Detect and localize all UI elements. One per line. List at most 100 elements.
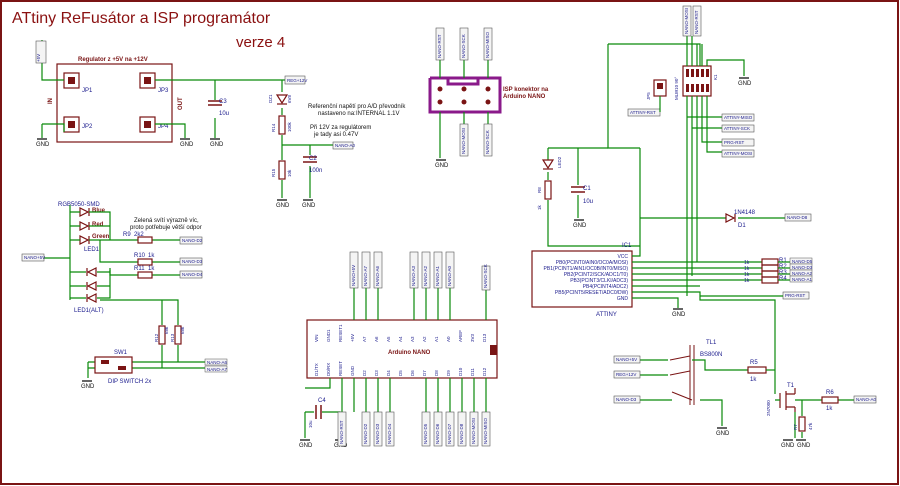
tl1-net-tags: NANO+5V REG+12V NANO-D3 [613,355,641,404]
r12-label: R12 [154,333,159,342]
svg-text:PB3(PCINT3/CLKI/ADC3): PB3(PCINT3/CLKI/ADC3) [570,278,628,284]
svg-text:NANO-D7: NANO-D7 [447,423,452,444]
r11-value: 1k [148,266,155,272]
regulator-label: Regulator z +5V na +12V [78,57,148,63]
r8-value: 1k [537,204,542,210]
svg-text:R2: R2 [779,264,787,270]
svg-text:T1: T1 [787,383,795,389]
c4-label: C4 [318,398,326,404]
svg-text:PB4(PCINT4/ADC2): PB4(PCINT4/ADC2) [583,284,629,290]
c3-value: 10u [219,111,229,117]
net-nano-a0-t1: NANO-A0 [856,397,877,402]
tl1-switch: TL1 BS800N [669,340,722,405]
svg-text:1k: 1k [744,272,750,278]
svg-text:NANO-A2: NANO-A2 [792,271,813,276]
svg-text:GND: GND [672,312,686,318]
svg-text:D9: D9 [446,370,451,376]
regulator-out: OUT [178,97,184,110]
r10-value: 1k [148,253,155,259]
jp5-label: JP5 [646,92,651,100]
r11-label: R11 [134,266,145,272]
isp-note-2: Arduino NANO [503,94,546,100]
svg-text:GND: GND [781,443,795,449]
t1-transistor: T1 2N7000 [766,383,796,416]
svg-text:A2: A2 [422,336,427,342]
d1-value: 1N4148 [734,210,756,216]
net-prg-rst: PRG-RST [785,293,806,298]
svg-text:RESET1: RESET1 [338,324,343,342]
svg-text:1k: 1k [744,278,750,284]
regulator-in: IN [48,98,54,104]
sw1-value: DIP SWITCH 2x [108,379,151,385]
svg-text:NANO-D3: NANO-D3 [182,259,203,264]
svg-text:NANO-RST: NANO-RST [339,420,344,444]
svg-text:GND: GND [738,81,752,87]
svg-text:D0/RX: D0/RX [326,363,331,376]
svg-text:Red: Red [92,222,104,228]
net-reg-12v: REG+12V [287,78,307,83]
svg-text:A1: A1 [434,336,439,342]
nano-bottom-net-tags: NANO-RST NANO-D2 NANO-D3 NANO-D4 NANO-D5… [337,411,491,447]
svg-text:NANO+5V: NANO+5V [616,357,637,362]
svg-text:D8: D8 [434,370,439,376]
r14-label: R14 [271,123,276,132]
svg-text:GND: GND [435,163,449,169]
svg-text:3V3: 3V3 [470,333,475,342]
svg-text:NANO-MOSI: NANO-MOSI [684,8,689,34]
r7-label: R7 [793,424,798,430]
svg-text:D10: D10 [458,367,463,376]
svg-text:GND: GND [797,443,811,449]
svg-text:NANO-D3: NANO-D3 [616,397,637,402]
net-nano-d8: NANO-D8 [787,215,808,220]
svg-text:PB0(PCINT0/AIN0/OC0A/MOSI): PB0(PCINT0/AIN0/OC0A/MOSI) [556,260,629,266]
svg-text:1k: 1k [744,260,750,266]
page-subtitle: verze 4 [236,34,285,51]
r10-label: R10 [134,253,146,259]
svg-text:PB1(PCINT1/AIN1/OC0B/INT0/MISO: PB1(PCINT1/AIN1/OC0B/INT0/MISO) [544,266,629,272]
svg-text:NANO-A6: NANO-A6 [375,265,380,286]
svg-text:NANO-D4: NANO-D4 [387,423,392,444]
net-in-5v: +5V [36,54,41,62]
svg-text:PB5(PCINT5/RESET/ADC0/DW): PB5(PCINT5/RESET/ADC0/DW) [555,290,628,296]
r9-value: 2k2 [134,232,144,238]
note-led2: proto potřebuje větší odpor [130,225,202,231]
svg-text:R4: R4 [779,276,787,282]
svg-text:LED1: LED1 [84,247,100,253]
svg-text:GND: GND [350,365,355,376]
c2-label: C2 [309,156,317,162]
r12-value: 68k [164,326,169,334]
svg-text:+5V: +5V [350,334,355,342]
svg-text:D6: D6 [410,370,415,376]
svg-text:NANO-D3: NANO-D3 [792,265,813,270]
svg-text:D3: D3 [374,370,379,376]
r9-label: R9 [123,232,131,238]
svg-text:Green: Green [92,234,110,240]
svg-text:PB2(PCINT2/SCK/ADC1/T0): PB2(PCINT2/SCK/ADC1/T0) [564,272,629,278]
svg-text:NANO-D4: NANO-D4 [182,272,203,277]
r7-value: 47k [808,422,813,430]
led-net-tags: NANO-D2 NANO-D3 NANO-D4 [179,236,203,279]
svg-text:ATTINY-RST: ATTINY-RST [630,110,656,115]
c1-label: C1 [583,186,591,192]
svg-text:NANO-D6: NANO-D6 [435,423,440,444]
svg-text:NANO-A7: NANO-A7 [363,265,368,286]
svg-text:GND: GND [81,384,95,390]
svg-text:NANO-A2: NANO-A2 [423,265,428,286]
svg-text:D7: D7 [422,370,427,376]
svg-text:TL1: TL1 [706,340,717,346]
rgb-label: RGB5050-SMD [58,202,100,208]
svg-text:NANO-D5: NANO-D5 [792,259,813,264]
svg-text:VIN: VIN [314,334,319,342]
svg-text:BS800N: BS800N [700,352,722,358]
r15-value: 10k [287,169,292,177]
r8-label: R8 [537,187,542,193]
isp-note-1: ISP konektor na [503,87,549,93]
svg-text:NANO-D8: NANO-D8 [459,423,464,444]
r13-value: 68k [180,326,185,334]
note-led1: Zelená svítí výrazně víc, [134,218,199,224]
jp2-label: JP2 [82,124,93,130]
svg-text:NANO-SCK: NANO-SCK [485,130,490,154]
svg-text:D11: D11 [470,368,475,376]
ic1-attiny: IC1 ATTINY VCC PB0(PCINT0/AIN0/OC0A/MOSI… [531,243,633,318]
